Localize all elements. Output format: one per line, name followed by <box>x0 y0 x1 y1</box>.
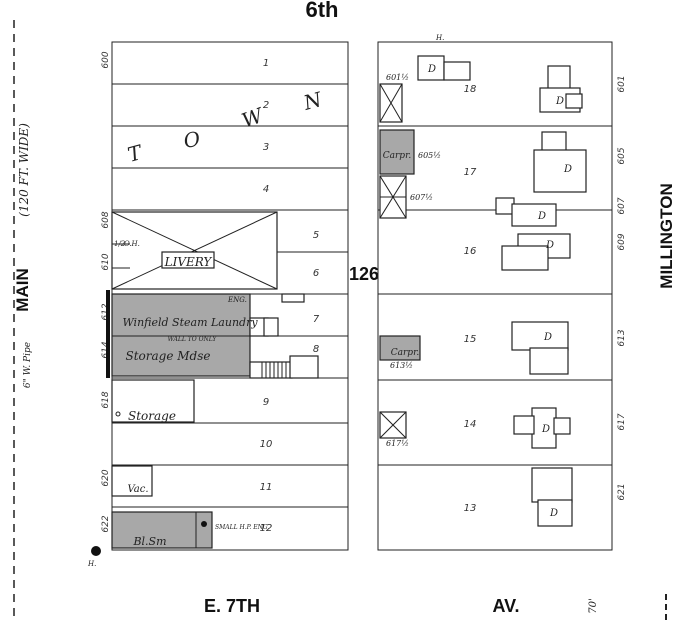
livery-label: LIVERY <box>164 255 213 269</box>
lot-number-10: 10 <box>260 439 273 450</box>
small-engine-label: SMALL H.P. ENG. <box>215 524 269 531</box>
lot-number-7: 7 <box>313 314 320 325</box>
storage-label: Storage <box>128 409 176 423</box>
outbuilding-617-half: 617½ <box>379 411 409 448</box>
street-label-e-7th: E. 7TH <box>204 596 260 616</box>
street-label-millington: MILLINGTON <box>657 183 676 288</box>
blacksmith-building: Bl.Sm SMALL H.P. ENG. <box>111 511 269 549</box>
dwelling-607: D <box>495 197 557 227</box>
lot-number-12: 12 <box>260 523 273 534</box>
laundry-label: Winfield Steam Laundry <box>122 316 258 329</box>
blacksmith-label: Bl.Sm <box>132 535 166 548</box>
lot-number-4: 4 <box>263 184 269 195</box>
address-618: 618 <box>101 391 111 408</box>
dwelling-621: D <box>531 467 573 527</box>
address-613-half: 613½ <box>390 361 413 370</box>
address-617-half: 617½ <box>386 439 409 448</box>
address-621: 621 <box>617 483 627 500</box>
lot-number-15: 15 <box>464 334 477 345</box>
lot-number-14: 14 <box>464 419 477 430</box>
dwelling-d-label-3: D <box>563 164 572 175</box>
dwelling-617: D <box>513 407 571 449</box>
outbuilding-601-half: 601½ <box>379 73 409 123</box>
address-601: 601 <box>617 75 627 92</box>
address-610: 610 <box>101 253 111 270</box>
hydrant-label: H. <box>87 560 96 568</box>
lot-number-17: 17 <box>464 167 477 178</box>
storage-mdse-label: Storage Mdse <box>126 349 211 363</box>
town-letter-o: O <box>182 126 202 152</box>
street-width-note: 70' <box>588 598 599 613</box>
main-street-width-note: (120 FT. WIDE) <box>17 123 31 217</box>
west-half-block <box>111 41 349 551</box>
address-601-half: 601½ <box>386 73 409 82</box>
dwelling-d-label-5: D <box>545 240 554 251</box>
vacant-building: Vac. <box>111 465 153 497</box>
carpenter-label-1: Carpr. <box>383 151 412 161</box>
water-pipe-note: 6" W. Pipe <box>23 342 33 388</box>
town-letter-t: T <box>125 140 146 167</box>
lot-number-5: 5 <box>313 230 319 241</box>
engine-label: ENG. <box>227 296 247 304</box>
lot-number-1: 1 <box>263 58 269 69</box>
dwelling-d-label-4: D <box>537 211 546 222</box>
carpenter-shop-605: Carpr. 605½ <box>379 129 441 175</box>
street-label-av: AV. <box>492 596 519 616</box>
dwelling-601: D <box>539 65 583 113</box>
lot-number-11: 11 <box>260 482 273 493</box>
storage-building: Storage <box>111 379 195 423</box>
address-607: 607 <box>617 197 627 214</box>
dwelling-d-label-8: D <box>549 508 558 519</box>
dwelling-d-label-1: D <box>427 64 436 75</box>
dwelling-605: D <box>533 131 587 193</box>
h-label: H. <box>435 34 444 42</box>
address-600: 600 <box>101 51 111 68</box>
lot-number-9: 9 <box>263 397 269 408</box>
steam-laundry-building: Winfield Steam Laundry WALL TO ONLY Stor… <box>106 290 319 379</box>
carpenter-shop-613: Carpr. 613½ <box>379 335 421 370</box>
address-605: 605 <box>617 147 627 164</box>
outbuilding-607-half: 607½ <box>379 175 433 219</box>
lot-number-16: 16 <box>464 246 477 257</box>
livery-building: LIVERY 1/2 O.H. <box>111 211 278 290</box>
hydrant-dot <box>91 546 101 556</box>
block-number: 126 <box>349 264 379 284</box>
lot-number-2: 2 <box>263 100 269 111</box>
dwelling-d-label-6: D <box>543 332 552 343</box>
town-letter-n: N <box>300 87 326 115</box>
vacant-label: Vac. <box>127 484 148 495</box>
address-622: 622 <box>101 515 111 532</box>
lot-number-8: 8 <box>313 344 319 355</box>
dwelling-609: D <box>501 233 571 271</box>
street-label-6th: 6th <box>306 0 339 22</box>
street-label-main: MAIN <box>13 268 32 311</box>
address-609: 609 <box>617 233 627 250</box>
carpenter-label-2: Carpr. <box>391 348 420 358</box>
lot-number-18: 18 <box>464 84 477 95</box>
address-620: 620 <box>101 469 111 486</box>
address-613: 613 <box>617 329 627 346</box>
wall-note: WALL TO ONLY <box>168 336 218 343</box>
oh-label: O.H. <box>124 240 140 248</box>
dwelling-613: D <box>511 321 569 375</box>
lot-number-3: 3 <box>263 142 269 153</box>
east-half-block <box>377 41 613 551</box>
lot-number-6: 6 <box>313 268 319 279</box>
lot-number-13: 13 <box>464 503 477 514</box>
dwelling-d-label-2: D <box>555 96 564 107</box>
address-607-half: 607½ <box>410 193 433 202</box>
dwelling-lot-18-rear: D H. <box>417 34 471 81</box>
address-605-half: 605½ <box>418 151 441 160</box>
dwelling-d-label-7: D <box>541 424 550 435</box>
address-608: 608 <box>101 211 111 228</box>
address-617: 617 <box>617 413 627 430</box>
half-story-label: 1/2 <box>114 240 126 248</box>
